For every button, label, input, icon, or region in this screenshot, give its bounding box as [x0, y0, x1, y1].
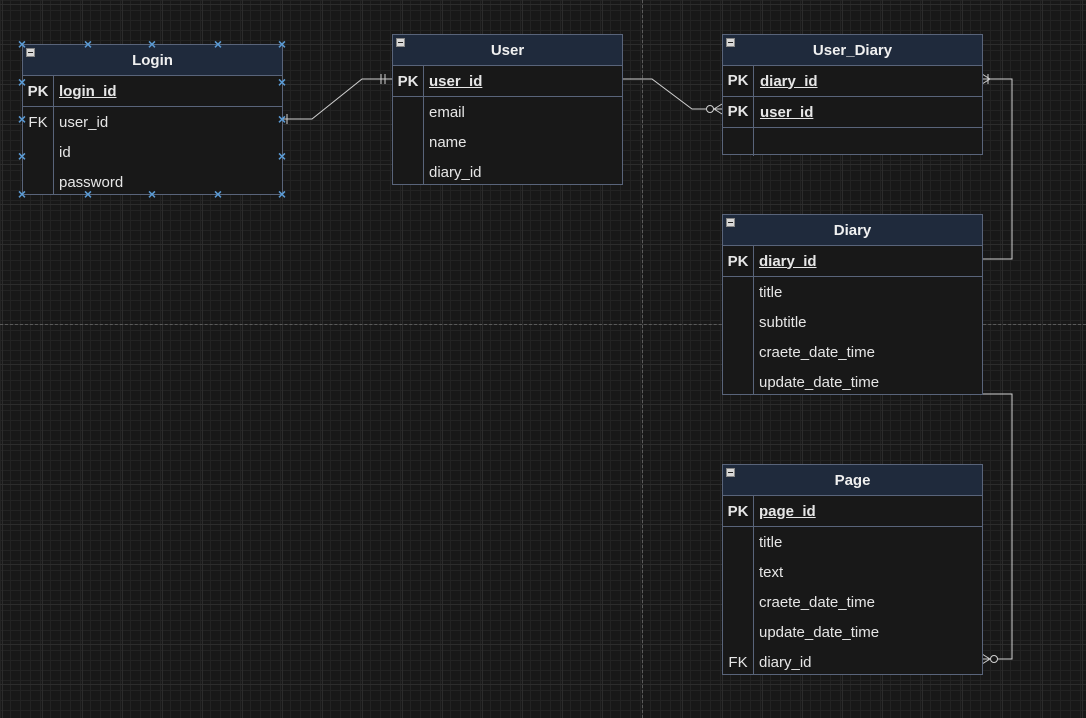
table-row[interactable]: password: [23, 167, 282, 197]
field-name: diary_id: [759, 653, 812, 671]
table-row[interactable]: diary_id: [393, 157, 622, 187]
page-break-vertical: [642, 0, 643, 718]
table-row[interactable]: PK user_id: [393, 66, 622, 97]
collapse-icon[interactable]: [726, 38, 735, 47]
entity-title: Diary: [833, 221, 872, 239]
collapse-icon[interactable]: [726, 218, 735, 227]
field-name: title: [759, 533, 783, 551]
table-row[interactable]: PK diary_id: [723, 246, 982, 277]
table-row[interactable]: FK user_id: [23, 107, 282, 137]
field-name: diary_id: [759, 252, 817, 270]
entity-user[interactable]: User PK user_id email name diary_id: [392, 34, 623, 185]
zero-circle-icon: [990, 655, 998, 663]
table-row[interactable]: subtitle: [723, 307, 982, 337]
entity-title: Login: [132, 51, 173, 69]
crowfoot-many-icon: [981, 73, 991, 85]
field-name: name: [429, 133, 467, 151]
field-name: craete_date_time: [759, 593, 875, 611]
table-row[interactable]: id: [23, 137, 282, 167]
table-row[interactable]: update_date_time: [723, 617, 982, 647]
table-row[interactable]: craete_date_time: [723, 337, 982, 367]
page-break-horizontal: [0, 324, 1086, 325]
key-column-divider: [53, 75, 54, 194]
table-row[interactable]: PK page_id: [723, 496, 982, 527]
field-name: page_id: [759, 502, 816, 520]
table-row[interactable]: text: [723, 557, 982, 587]
field-name: subtitle: [759, 313, 807, 331]
crowfoot-many-icon: [713, 103, 723, 115]
key-label: [723, 128, 754, 156]
key-label: PK: [27, 82, 49, 100]
field-name: update_date_time: [759, 373, 880, 391]
table-row[interactable]: title: [723, 277, 982, 307]
key-label: PK: [727, 252, 749, 270]
key-label: FK: [28, 113, 48, 131]
table-row[interactable]: [723, 128, 982, 156]
entity-diary[interactable]: Diary PK diary_id title subtitle craete_…: [722, 214, 983, 395]
field-name: update_date_time: [759, 623, 880, 641]
field-name: user_id: [760, 103, 814, 121]
connector-diary-page: [982, 393, 1013, 660]
field-name: user_id: [429, 72, 483, 90]
table-row[interactable]: name: [393, 127, 622, 157]
entity-title: User_Diary: [812, 41, 893, 59]
connector-login-user: [282, 78, 392, 120]
entity-login[interactable]: Login PK login_id FK user_id id password: [22, 44, 283, 195]
key-label: FK: [728, 653, 748, 671]
table-row[interactable]: PK user_id: [723, 97, 982, 128]
table-row[interactable]: PK login_id: [23, 76, 282, 107]
collapse-icon[interactable]: [726, 468, 735, 477]
table-row[interactable]: title: [723, 527, 982, 557]
key-label: PK: [723, 97, 754, 127]
connector-diary-userdiary: [982, 78, 1013, 260]
field-name: craete_date_time: [759, 343, 875, 361]
entity-title: Page: [834, 471, 871, 489]
field-name: user_id: [59, 113, 109, 131]
entity-title: User: [490, 41, 525, 59]
key-column-divider: [423, 65, 424, 184]
field-name: title: [759, 283, 783, 301]
entity-page[interactable]: Page PK page_id title text craete_date_t…: [722, 464, 983, 675]
field-name: password: [59, 173, 124, 191]
table-row[interactable]: FK diary_id: [723, 647, 982, 677]
field-name: diary_id: [429, 163, 482, 181]
entity-header[interactable]: Diary: [723, 215, 982, 246]
field-name: id: [59, 143, 71, 161]
entity-header[interactable]: Login: [23, 45, 282, 76]
key-label: PK: [723, 66, 754, 96]
key-label: PK: [727, 502, 749, 520]
connector-user-userdiary: [622, 78, 722, 110]
key-column-divider: [753, 245, 754, 394]
field-name: login_id: [59, 82, 117, 100]
key-column-divider: [753, 495, 754, 674]
key-label: PK: [397, 72, 419, 90]
entity-header[interactable]: User_Diary: [723, 35, 982, 66]
entity-header[interactable]: User: [393, 35, 622, 66]
collapse-icon[interactable]: [396, 38, 405, 47]
field-name: diary_id: [760, 72, 818, 90]
table-row[interactable]: PK diary_id: [723, 66, 982, 97]
table-row[interactable]: update_date_time: [723, 367, 982, 397]
table-row[interactable]: craete_date_time: [723, 587, 982, 617]
zero-circle-icon: [706, 105, 714, 113]
entity-user-diary[interactable]: User_Diary PK diary_id PK user_id: [722, 34, 983, 156]
table-row[interactable]: email: [393, 97, 622, 127]
entity-header[interactable]: Page: [723, 465, 982, 496]
field-name: text: [759, 563, 784, 581]
collapse-icon[interactable]: [26, 48, 35, 57]
field-name: email: [429, 103, 465, 121]
